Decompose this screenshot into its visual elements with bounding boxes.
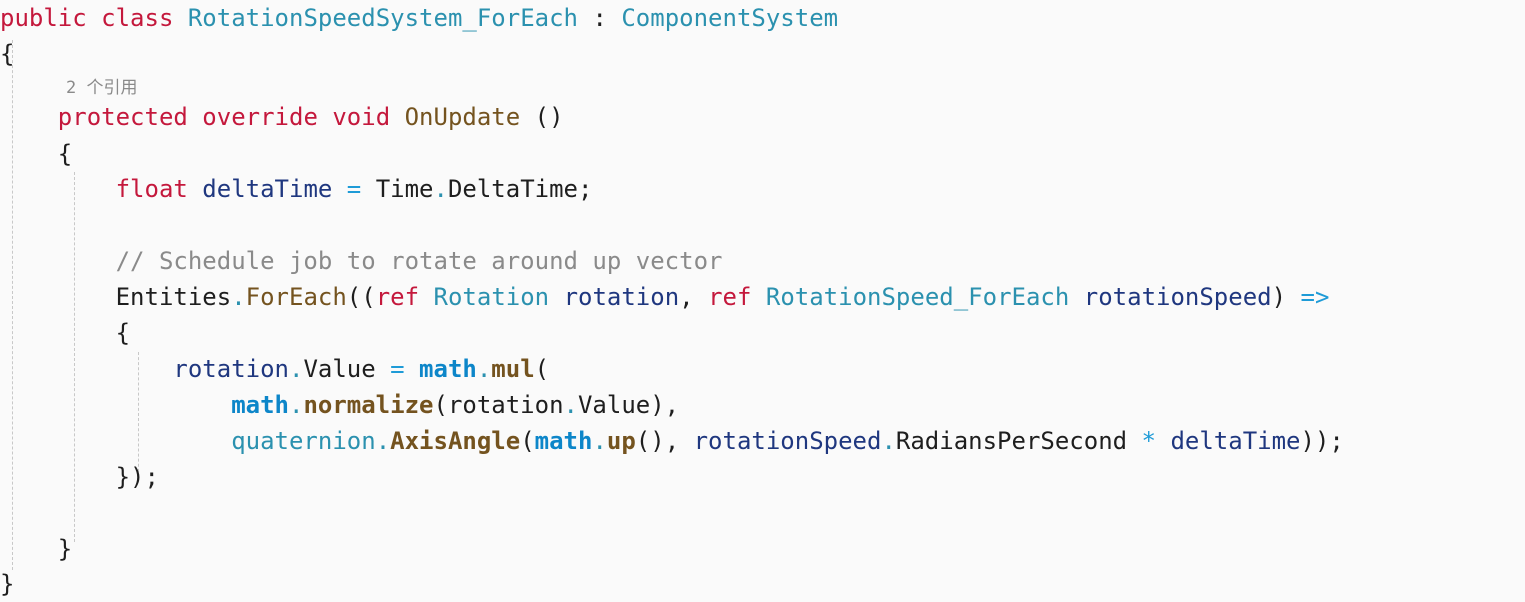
namespace-math: math bbox=[231, 391, 289, 419]
method-foreach: ForEach bbox=[245, 283, 347, 311]
code-line-method-declaration: protected override void OnUpdate () bbox=[0, 99, 564, 135]
keyword-public: public bbox=[0, 4, 87, 32]
open-parens: (( bbox=[346, 283, 376, 311]
codelens-reference-count[interactable]: 2 个引用 bbox=[66, 78, 138, 98]
colon: : bbox=[592, 4, 607, 32]
comment: // Schedule job to rotate around up vect… bbox=[115, 247, 723, 275]
dot: . bbox=[881, 427, 896, 455]
close-brace: } bbox=[57, 535, 73, 563]
keyword-protected: protected bbox=[57, 103, 188, 131]
type-time: Time bbox=[375, 175, 434, 203]
close-parens-semicolon: )); bbox=[1300, 427, 1344, 455]
method-name: OnUpdate bbox=[404, 103, 521, 131]
code-line-foreach: Entities.ForEach((ref Rotation rotation,… bbox=[0, 279, 1330, 315]
keyword-ref: ref bbox=[708, 283, 752, 311]
param-rotation: rotation bbox=[563, 283, 680, 311]
dot: . bbox=[288, 355, 304, 383]
semicolon: ; bbox=[578, 175, 593, 203]
dot: . bbox=[563, 391, 578, 419]
type-quaternion: quaternion bbox=[231, 427, 376, 455]
method-axis-angle: AxisAngle bbox=[390, 427, 521, 455]
method-normalize: normalize bbox=[303, 391, 434, 419]
code-line-normalize: math.normalize(rotation.Value), bbox=[0, 387, 679, 423]
code-line-close-lambda: }); bbox=[0, 459, 159, 495]
base-class-name: ComponentSystem bbox=[621, 4, 839, 32]
namespace-math: math bbox=[419, 355, 477, 383]
open-paren: ( bbox=[520, 427, 535, 455]
open-paren: ( bbox=[534, 355, 550, 383]
assign-operator: = bbox=[390, 355, 405, 383]
up-parens: (), bbox=[635, 427, 680, 455]
code-line-open-brace: { bbox=[0, 315, 130, 351]
type-rotation: Rotation bbox=[433, 283, 550, 311]
keyword-float: float bbox=[115, 175, 188, 203]
code-line-close-brace: } bbox=[0, 566, 14, 602]
param-rotation-speed: rotationSpeed bbox=[1083, 283, 1272, 311]
property-value: Value bbox=[303, 355, 376, 383]
variable-delta-time: deltaTime bbox=[202, 175, 333, 203]
open-brace: { bbox=[57, 140, 73, 168]
open-brace: { bbox=[0, 40, 15, 68]
entities: Entities bbox=[115, 283, 232, 311]
method-mul: mul bbox=[491, 355, 535, 383]
keyword-class: class bbox=[101, 4, 174, 32]
variable-rotation-speed: rotationSpeed bbox=[693, 427, 882, 455]
lambda-arrow: => bbox=[1300, 283, 1330, 311]
close-lambda: }); bbox=[115, 463, 159, 491]
method-parens: () bbox=[534, 103, 564, 131]
multiply-operator: * bbox=[1141, 427, 1156, 455]
close-paren-comma: ), bbox=[650, 391, 680, 419]
dot: . bbox=[433, 175, 448, 203]
comma: , bbox=[679, 283, 694, 311]
indent-guide bbox=[12, 40, 13, 570]
keyword-void: void bbox=[332, 103, 391, 131]
codelens-references[interactable]: 2 个引用 bbox=[66, 74, 137, 102]
close-brace: } bbox=[0, 570, 15, 598]
indent-guide bbox=[74, 172, 75, 542]
dot: . bbox=[375, 427, 391, 455]
dot: . bbox=[592, 427, 607, 455]
class-name: RotationSpeedSystem_ForEach bbox=[187, 4, 578, 32]
code-line-class-declaration: public class RotationSpeedSystem_ForEach… bbox=[0, 0, 838, 36]
code-line-delta-time: float deltaTime = Time.DeltaTime; bbox=[0, 171, 593, 207]
dot: . bbox=[288, 391, 304, 419]
property-value: Value bbox=[577, 391, 651, 419]
open-paren: ( bbox=[433, 391, 448, 419]
code-line-close-brace: } bbox=[0, 531, 72, 567]
code-line-comment: // Schedule job to rotate around up vect… bbox=[0, 243, 723, 279]
property-delta-time: DeltaTime bbox=[447, 175, 578, 203]
dot: . bbox=[231, 283, 246, 311]
variable-rotation: rotation bbox=[173, 355, 289, 383]
keyword-ref: ref bbox=[375, 283, 420, 311]
close-paren: ) bbox=[1271, 283, 1287, 311]
indent-guide bbox=[138, 352, 139, 482]
namespace-math: math bbox=[534, 427, 593, 455]
code-line-assign: rotation.Value = math.mul( bbox=[0, 351, 549, 387]
code-line-open-brace: { bbox=[0, 36, 14, 72]
assign-operator: = bbox=[346, 175, 362, 203]
variable-delta-time: deltaTime bbox=[1170, 427, 1301, 455]
method-up: up bbox=[606, 427, 636, 455]
property-radians-per-second: RadiansPerSecond bbox=[895, 427, 1128, 455]
dot: . bbox=[476, 355, 492, 383]
code-line-open-brace: { bbox=[0, 136, 72, 172]
open-brace: { bbox=[115, 319, 131, 347]
type-rotation-speed: RotationSpeed_ForEach bbox=[765, 283, 1070, 311]
keyword-override: override bbox=[202, 103, 318, 131]
code-line-axis-angle: quaternion.AxisAngle(math.up(), rotation… bbox=[0, 423, 1344, 459]
variable-rotation: rotation bbox=[447, 391, 564, 419]
